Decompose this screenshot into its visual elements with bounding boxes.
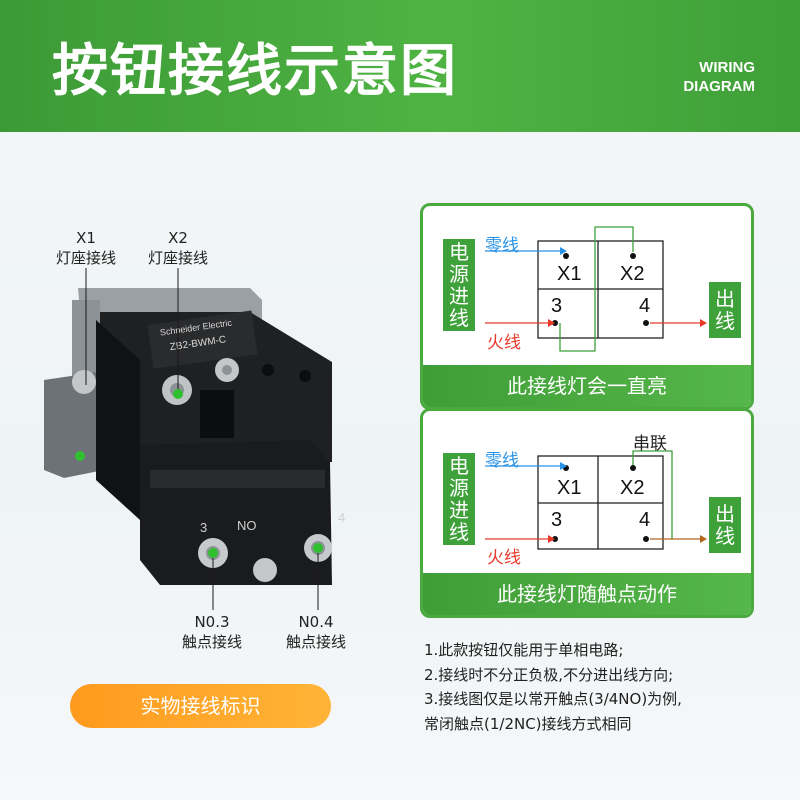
- subtitle-line-1: WIRING: [699, 59, 755, 76]
- power-input-box: 电源 进线: [443, 453, 475, 545]
- block-label-4: 4: [338, 510, 345, 525]
- neutral-label: 零线: [485, 451, 519, 471]
- x1-label: X1 灯座接线: [46, 228, 126, 268]
- terminal-4: 4: [639, 295, 651, 317]
- neutral-label: 零线: [485, 236, 519, 256]
- power-input-box: 电源 进线: [443, 239, 475, 331]
- n04-label: N0.4 触点接线: [276, 612, 356, 652]
- wiring-notes: 1.此款按钮仅能用于单相电路; 2.接线时不分正负极,不分进出线方向; 3.接线…: [424, 638, 682, 736]
- wiring-diagram-1: [485, 226, 707, 352]
- header-banner: 按钮接线示意图 WIRING DIAGRAM: [0, 0, 800, 132]
- terminal-x2: X2: [620, 263, 645, 285]
- note-1: 1.此款按钮仅能用于单相电路;: [424, 641, 624, 659]
- x2-label: X2 灯座接线: [138, 228, 218, 268]
- live-label: 火线: [487, 548, 521, 568]
- terminal-x1: X1: [557, 477, 582, 499]
- english-subtitle: WIRING DIAGRAM: [683, 58, 755, 96]
- model-text: ZB2-BWM-C: [169, 334, 227, 353]
- note-3: 3.接线图仅是以常开触点(3/4NO)为例,: [424, 690, 682, 708]
- n03-desc: 触点接线: [181, 633, 242, 651]
- wiring-diagram-2: [485, 450, 707, 550]
- n03-code: N0.3: [194, 613, 230, 631]
- terminal-x2: X2: [620, 477, 645, 499]
- output-box: 出线: [709, 497, 741, 553]
- output-box: 出线: [709, 282, 741, 338]
- diagram-panel-2: 电源 进线 出线 串联 零线 火线 X1 X2 3 4 此接线灯随触点动作: [420, 408, 754, 618]
- physical-wiring-badge: 实物接线标识: [70, 684, 331, 728]
- series-label: 串联: [633, 434, 667, 454]
- live-label: 火线: [487, 333, 521, 353]
- n04-desc: 触点接线: [285, 633, 346, 651]
- terminal-x1: X1: [557, 263, 582, 285]
- diagram-1-caption: 此接线灯会一直亮: [423, 365, 751, 407]
- terminal-4: 4: [639, 509, 651, 531]
- terminal-3: 3: [551, 509, 563, 531]
- x1-code: X1: [76, 229, 96, 247]
- subtitle-line-2: DIAGRAM: [683, 78, 755, 95]
- n03-label: N0.3 触点接线: [172, 612, 252, 652]
- diagram-panel-1: 电源 进线 出线 零线 火线 X1 X2 3 4 此接线灯会一直亮: [420, 203, 754, 410]
- x2-desc: 灯座接线: [147, 249, 208, 267]
- note-2: 2.接线时不分正负极,不分进出线方向;: [424, 665, 674, 684]
- diagram-2-caption: 此接线灯随触点动作: [423, 573, 751, 615]
- n04-code: N0.4: [298, 613, 334, 631]
- terminal-3: 3: [551, 295, 563, 317]
- x1-desc: 灯座接线: [55, 249, 116, 267]
- block-label-no: NO: [237, 518, 257, 533]
- x2-code: X2: [168, 229, 188, 247]
- brand-text: Schneider Electric: [159, 317, 233, 337]
- page-title: 按钮接线示意图: [52, 39, 458, 104]
- block-label-3: 3: [200, 520, 207, 535]
- note-4: 常闭触点(1/2NC)接线方式相同: [424, 714, 632, 733]
